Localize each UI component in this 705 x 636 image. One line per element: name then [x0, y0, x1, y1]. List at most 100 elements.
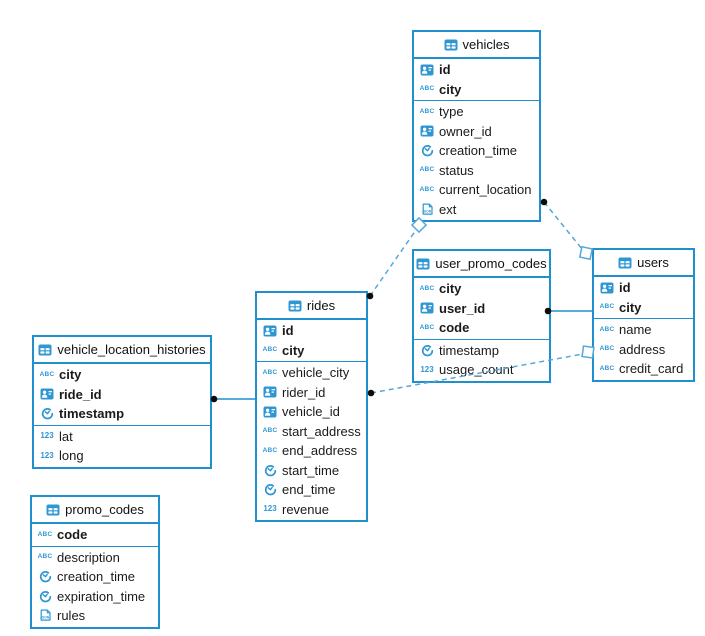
field-name: code — [439, 320, 470, 336]
table-title: user_promo_codes — [435, 256, 547, 271]
field-name: type — [439, 104, 464, 120]
field-name: ride_id — [59, 386, 102, 402]
abc-icon: ABC — [262, 446, 278, 454]
field-name: revenue — [282, 501, 329, 517]
field-name: address — [619, 341, 666, 357]
123-icon: 123 — [420, 364, 434, 374]
abc-icon: ABC — [599, 303, 615, 310]
field-row: ride_id — [34, 385, 210, 405]
table-icon — [444, 39, 458, 50]
table-icon — [618, 257, 632, 268]
field-row: ABC code — [32, 525, 158, 545]
id-badge-icon — [263, 386, 277, 398]
relation-line-rides-vehicles — [369, 229, 417, 297]
field-name: timestamp — [439, 342, 499, 358]
table-icon — [46, 504, 60, 515]
field-name: current_location — [439, 182, 532, 198]
abc-icon: ABC — [599, 364, 615, 372]
123-icon: 123 — [40, 431, 54, 441]
table-header[interactable]: user_promo_codes — [414, 251, 549, 278]
id-badge-icon — [40, 388, 54, 400]
field-row: ABC current_location — [414, 180, 539, 200]
field-row: end_time — [257, 480, 366, 500]
field-name: id — [439, 62, 451, 78]
field-row: id — [414, 60, 539, 80]
field-row: ABC vehicle_city — [257, 363, 366, 383]
svg-text:JSON: JSON — [39, 616, 49, 620]
field-name: end_time — [282, 482, 336, 498]
field-name: creation_time — [439, 143, 518, 159]
relation-dot-marker — [540, 198, 548, 206]
abc-icon: ABC — [419, 166, 435, 173]
field-name: creation_time — [57, 569, 136, 585]
table-header[interactable]: rides — [257, 293, 366, 320]
table-header[interactable]: promo_codes — [32, 497, 158, 524]
clock-icon — [421, 145, 433, 157]
field-row: creation_time — [32, 567, 158, 587]
table-icon — [38, 344, 52, 355]
field-name: long — [59, 448, 84, 464]
table-header[interactable]: users — [594, 250, 693, 277]
field-name: owner_id — [439, 123, 492, 139]
field-row: start_time — [257, 461, 366, 481]
abc-icon: ABC — [419, 185, 435, 193]
abc-icon: ABC — [599, 325, 615, 333]
field-name: code — [57, 527, 88, 543]
table-title: vehicle_location_histories — [57, 342, 206, 357]
123-icon: 123 — [263, 504, 277, 514]
123-icon: 123 — [40, 450, 54, 460]
relation-square-marker — [578, 245, 594, 261]
field-name: vehicle_city — [282, 365, 350, 381]
abc-icon: ABC — [419, 85, 435, 92]
field-row: user_id — [414, 299, 549, 319]
table-header[interactable]: vehicle_location_histories — [34, 337, 210, 364]
field-name: city — [439, 281, 462, 297]
clock-icon — [421, 344, 433, 357]
abc-icon: ABC — [419, 107, 435, 115]
clock-icon — [41, 408, 53, 420]
field-name: timestamp — [59, 406, 125, 422]
field-row: id — [594, 278, 693, 298]
field-row: timestamp — [414, 341, 549, 361]
relation-dot-marker — [367, 389, 375, 397]
field-name: vehicle_id — [282, 404, 340, 420]
clock-icon — [39, 571, 51, 583]
field-row: ABC city — [594, 298, 693, 318]
field-name: city — [619, 299, 642, 315]
id-badge-icon — [420, 125, 434, 137]
id-badge-icon — [263, 406, 277, 418]
field-name: start_time — [282, 462, 340, 478]
abc-icon: ABC — [37, 530, 53, 538]
abc-icon: ABC — [262, 427, 278, 434]
field-row: 123 long — [34, 446, 210, 466]
table-title: users — [637, 255, 669, 270]
abc-icon: ABC — [262, 368, 278, 376]
table-header[interactable]: vehicles — [414, 32, 539, 59]
abc-icon: ABC — [39, 370, 55, 378]
table-title: rides — [306, 298, 336, 313]
